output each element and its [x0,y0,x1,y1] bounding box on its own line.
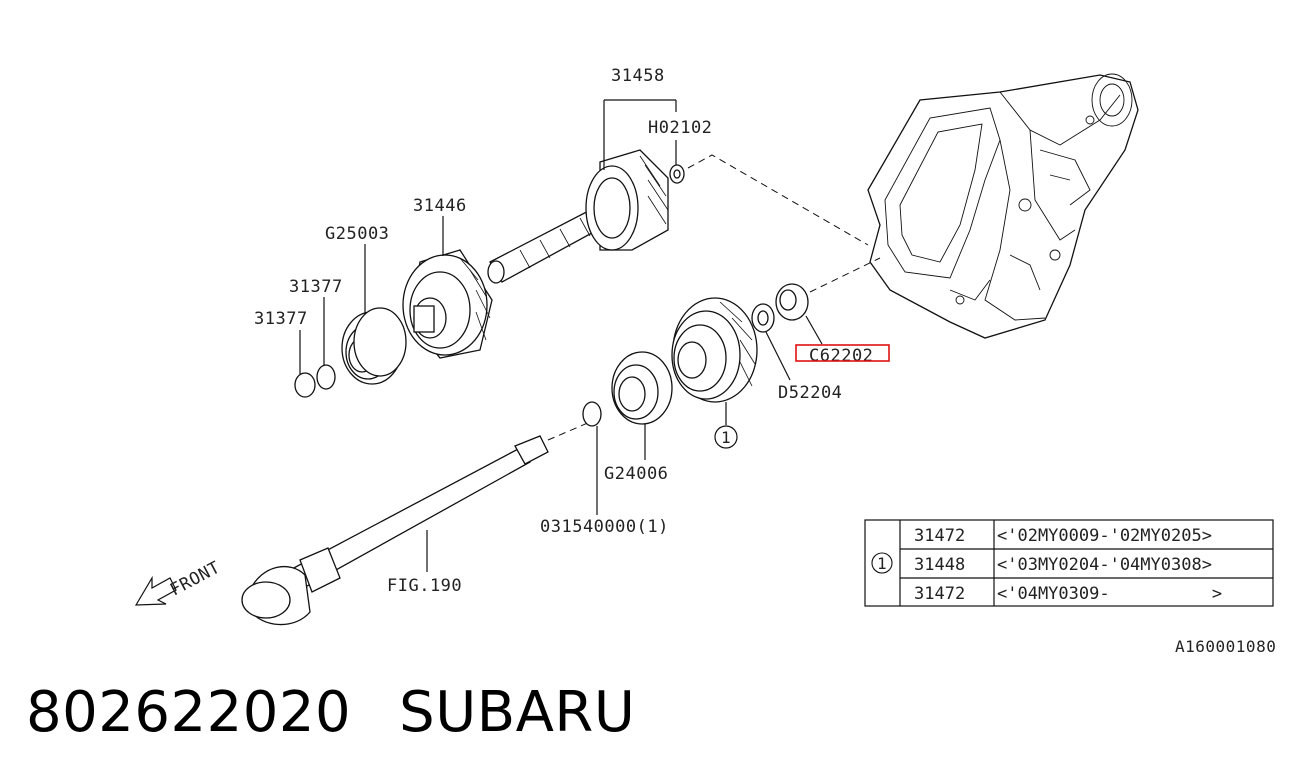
guide-line-nut [809,257,881,293]
table-part-cell: 31472 [914,526,965,546]
table-part-cell: 31472 [914,584,965,604]
footer-brand: SUBARU [399,680,636,745]
table-range-cell: <'02MY0009-'02MY0205> [997,526,1212,546]
leader-c62202 [805,315,823,345]
washer-d52204 [751,303,775,333]
footer-caption: 802622020 SUBARU [26,680,683,745]
ref-circle-number: 1 [721,428,731,447]
nut-c62202 [775,283,809,321]
front-drive-shaft [241,435,549,626]
label-31446: 31446 [413,196,467,216]
drive-pinion-shaft [487,149,669,284]
leader-d52204 [765,331,791,381]
leader-31458 [603,99,677,170]
footer-part-number: 802622020 [26,680,352,745]
label-g25003: G25003 [325,224,389,244]
label-h02102: H02102 [648,118,712,138]
transmission-case [867,73,1139,339]
snap-ring-31377-a [316,364,336,390]
ref-circle [714,425,738,449]
snap-ring-031540000 [582,401,602,427]
label-g24006: G24006 [604,464,668,484]
bearing-g24006 [611,351,673,425]
label-c62202: C62202 [809,346,873,366]
table-range-cell: <'04MY0309- > [997,584,1222,604]
label-fig190: FIG.190 [387,576,462,596]
table-ref-number: 1 [877,554,887,573]
table-range-cell: <'03MY0204-'04MY0308> [997,555,1212,575]
washer-h02102 [669,164,685,184]
image-code: A160001080 [1175,637,1276,656]
label-31458: 31458 [611,66,665,86]
highlight-box [795,344,890,362]
label-31377-a: 31377 [289,277,343,297]
guide-line-front-shaft [547,421,591,441]
table-ref-circle [871,552,893,574]
snap-ring-31377-b [294,372,316,398]
label-31377-b: 31377 [254,309,308,329]
label-front: FRONT [167,558,224,601]
label-031540000: 031540000(1) [540,517,669,537]
gear-31446 [402,249,493,359]
bearing-g25003 [341,307,407,385]
gear-ref-1 [671,297,758,403]
front-arrow-icon [134,575,177,606]
label-d52204: D52204 [778,383,842,403]
parts-table: 1 31472 <'02MY0009-'02MY0205> 31448 <'03… [864,519,1274,607]
table-part-cell: 31448 [914,555,965,575]
guide-line-shaft [687,154,869,246]
